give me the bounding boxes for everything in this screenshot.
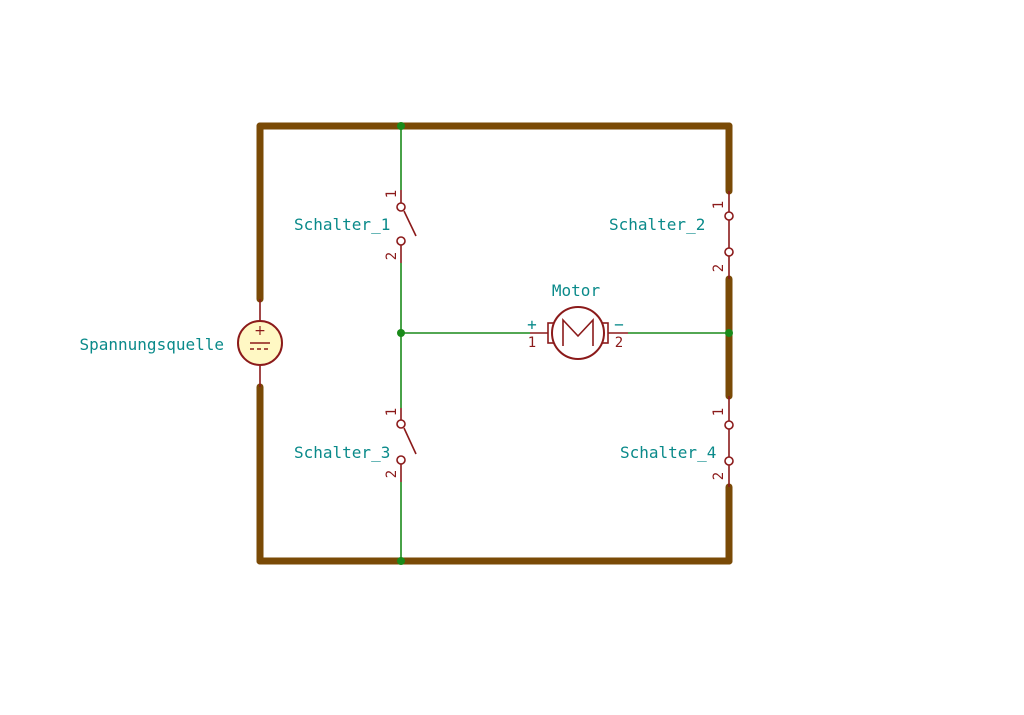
junctions: [397, 122, 733, 565]
motor-minus-sign: −: [614, 315, 624, 334]
bus-lines: [256, 122, 733, 565]
switch-3-pin1: 1: [384, 408, 400, 416]
switch-4-label: Schalter_4: [620, 443, 716, 462]
switch-2-contact-bottom: [724, 247, 734, 257]
switch-1[interactable]: 1 2 Schalter_1: [294, 190, 417, 263]
switch-3-label: Schalter_3: [294, 443, 390, 462]
junction-mid-left: [397, 329, 405, 337]
switch-3-pin2: 2: [384, 470, 400, 478]
switch-2-label: Schalter_2: [609, 215, 705, 234]
switch-4-pin1: 1: [711, 408, 727, 416]
switch-1-pin1: 1: [384, 190, 400, 198]
switch-3-contact-bottom: [396, 455, 406, 465]
power-source-plus: +: [254, 323, 266, 339]
power-source[interactable]: + Spannungsquelle: [80, 299, 283, 387]
junction-mid-right: [725, 329, 733, 337]
switch-3[interactable]: 1 2 Schalter_3: [294, 408, 417, 482]
switch-1-blade: [403, 210, 417, 237]
motor-m-symbol: [562, 317, 594, 346]
switch-1-contact-top: [396, 202, 406, 212]
switch-2-contact-top: [724, 211, 734, 221]
switch-4-pin2: 2: [711, 472, 727, 480]
switch-2[interactable]: 1 2 Schalter_2: [609, 191, 734, 279]
junction-bottom: [397, 557, 405, 565]
switch-1-pin2: 2: [384, 252, 400, 260]
motor-pin2: 2: [615, 335, 623, 351]
power-source-label: Spannungsquelle: [80, 335, 225, 354]
motor-body: [551, 306, 605, 360]
motor[interactable]: + − 1 2 Motor: [527, 281, 628, 360]
switch-4-contact-top: [724, 420, 734, 430]
switch-4[interactable]: 1 2 Schalter_4: [620, 396, 734, 487]
motor-plus-sign: +: [527, 315, 537, 334]
switch-3-contact-top: [396, 419, 406, 429]
switch-1-contact-bottom: [396, 236, 406, 246]
motor-label: Motor: [552, 281, 601, 300]
switch-4-contact-bottom: [724, 456, 734, 466]
junction-top: [397, 122, 405, 130]
switch-2-pin2: 2: [711, 264, 727, 272]
switch-2-pin1: 1: [711, 201, 727, 209]
switch-3-blade: [403, 427, 417, 455]
switch-1-label: Schalter_1: [294, 215, 390, 234]
motor-pin1: 1: [528, 335, 536, 351]
